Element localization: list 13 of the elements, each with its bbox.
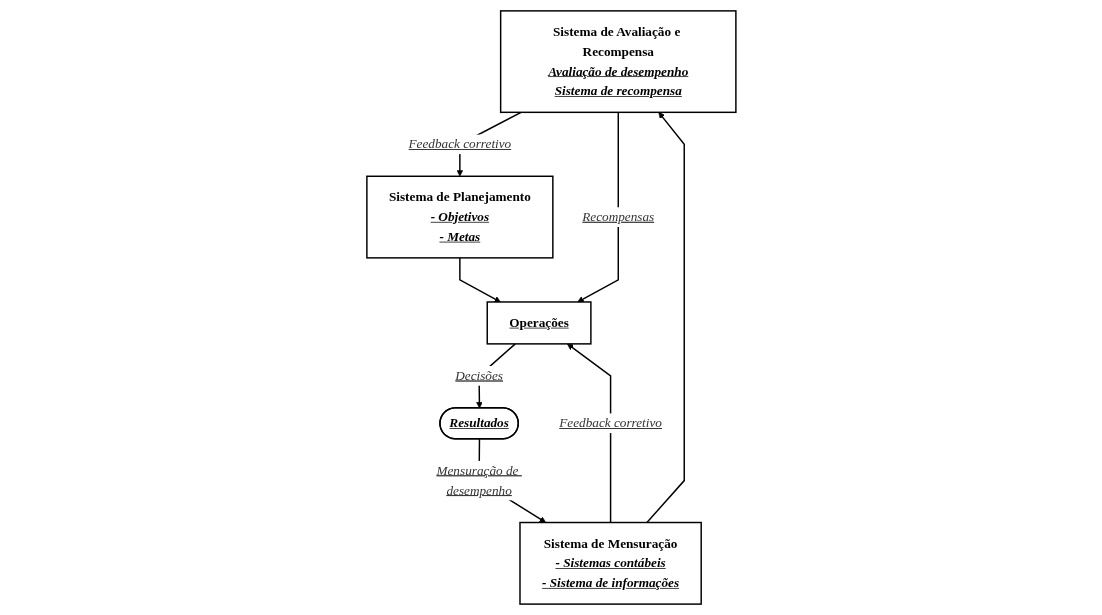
arrow [566, 343, 611, 524]
edge-label: Feedback corretivo [408, 136, 511, 152]
edge-label: Recompensas [581, 209, 654, 225]
node-box: Sistema de Avaliação e Recompensa Avaliação de desempenho Sistema de recompensa [499, 10, 737, 114]
node-box: Sistema de Mensuração - Sistemas contábeis - Sistema de informações [518, 521, 702, 605]
edge-label: Decisões [454, 368, 503, 383]
arrow [645, 112, 685, 524]
node-box: Operações [486, 301, 592, 345]
node-box: Sistema de Planejamento - Objetivos - Metas [365, 175, 554, 259]
edge-label: Feedback corretivo [558, 415, 662, 431]
arrow [458, 257, 501, 303]
edge-label: Mensuração de desempenho [436, 462, 519, 498]
arrow [576, 111, 619, 303]
